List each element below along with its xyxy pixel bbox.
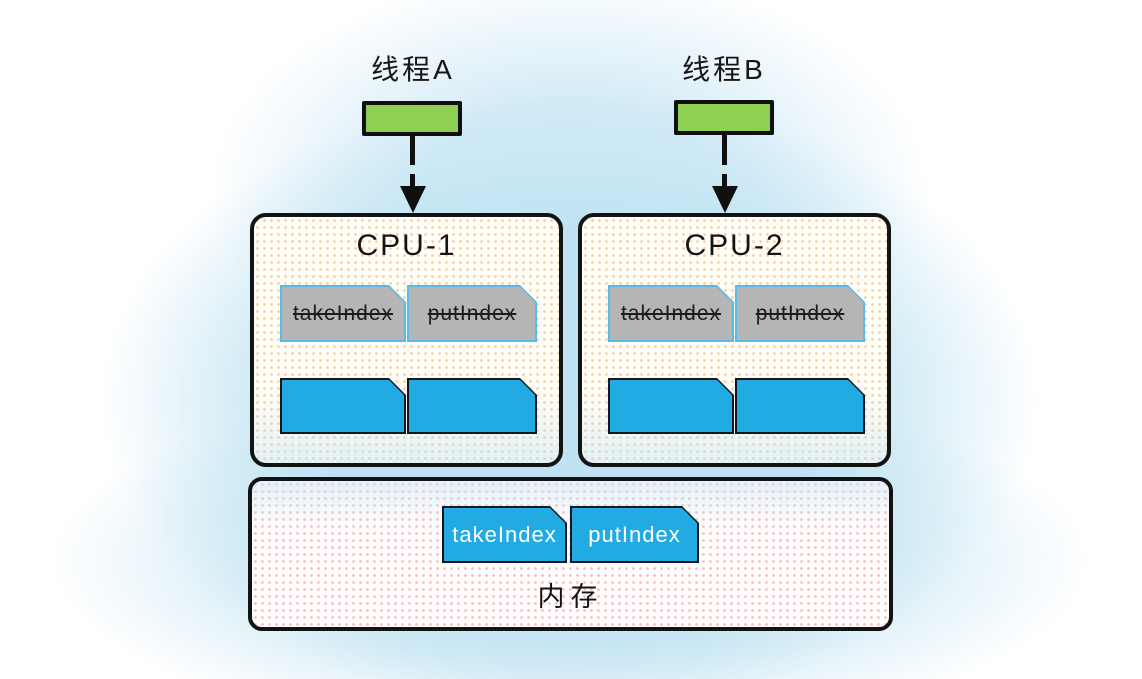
cpu2-cache-putindex-label: putIndex bbox=[755, 301, 845, 325]
cpu2-buffer-right bbox=[735, 378, 865, 434]
thread-a-box bbox=[362, 101, 462, 136]
memory-title: 内存 bbox=[537, 582, 604, 612]
memory-takeindex-label: takeIndex bbox=[452, 521, 557, 547]
cpu2-cache-takeindex-label: takeIndex bbox=[620, 301, 722, 325]
cpu2-panel: CPU-2 takeIndex putIndex bbox=[578, 213, 891, 467]
arrow-b-down-icon bbox=[712, 186, 738, 213]
cpu1-cache-putindex-label: putIndex bbox=[427, 301, 517, 325]
thread-b-box bbox=[674, 100, 774, 135]
memory-takeindex: takeIndex bbox=[442, 506, 567, 563]
memory-putindex: putIndex bbox=[570, 506, 699, 563]
cpu2-cache-takeindex: takeIndex bbox=[608, 285, 734, 342]
cpu1-cache-takeindex-label: takeIndex bbox=[292, 301, 394, 325]
arrow-a-down-icon bbox=[400, 186, 426, 213]
cpu1-buffer-left bbox=[280, 378, 406, 434]
cpu1-cache-takeindex: takeIndex bbox=[280, 285, 406, 342]
thread-b-label: 线程B bbox=[682, 54, 766, 85]
arrow-a-line-bottom bbox=[410, 174, 415, 190]
cpu2-cache-putindex: putIndex bbox=[735, 285, 865, 342]
cpu1-title: CPU-1 bbox=[356, 229, 457, 262]
memory-putindex-label: putIndex bbox=[588, 521, 681, 547]
arrow-b-line-bottom bbox=[722, 174, 727, 190]
cpu2-title: CPU-2 bbox=[684, 229, 785, 262]
memory-panel: takeIndex putIndex 内存 bbox=[248, 477, 893, 631]
arrow-b-line-top bbox=[722, 135, 727, 165]
cpu1-cache-putindex: putIndex bbox=[407, 285, 537, 342]
cpu1-buffer-right bbox=[407, 378, 537, 434]
cpu1-panel: CPU-1 takeIndex putIndex bbox=[250, 213, 563, 467]
arrow-a-line-top bbox=[410, 135, 415, 165]
thread-a-label: 线程A bbox=[371, 54, 455, 85]
cpu2-buffer-left bbox=[608, 378, 734, 434]
